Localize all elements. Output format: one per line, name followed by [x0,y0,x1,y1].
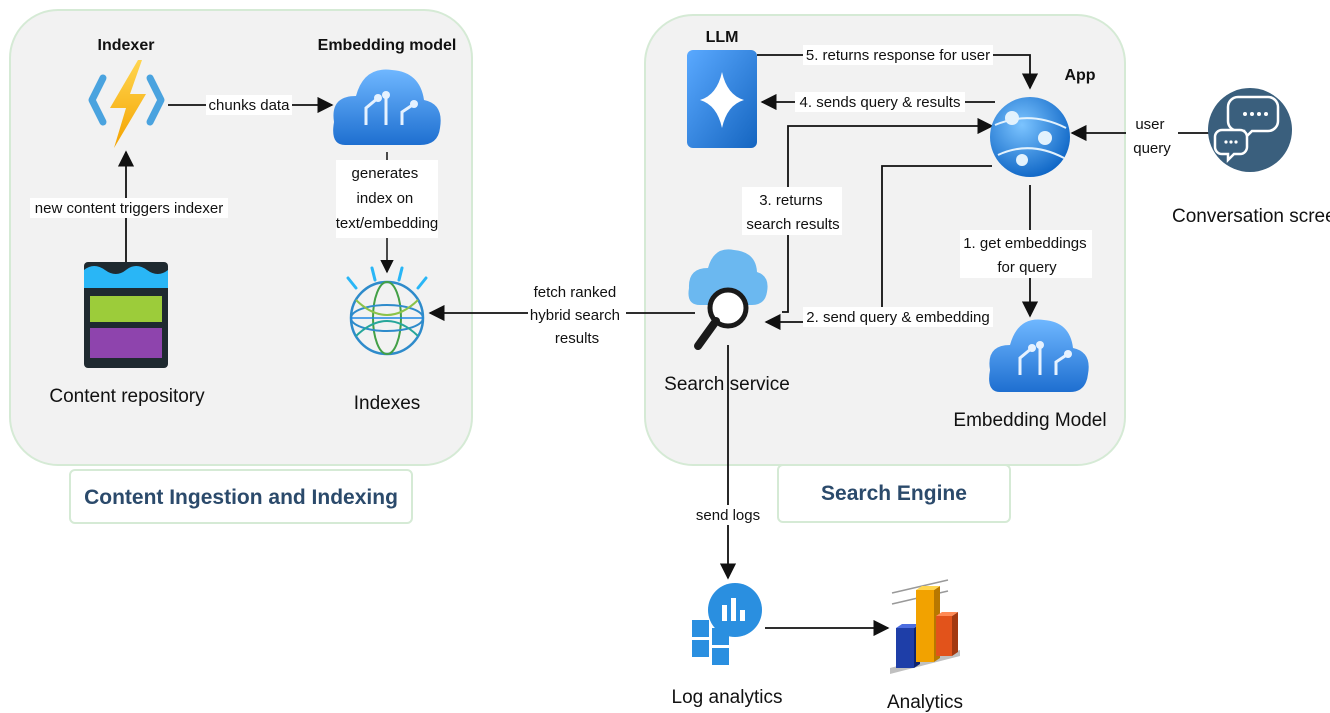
sparkle-icon [687,50,757,148]
label-get-embeddings: 1. get embeddings for query [963,235,1091,276]
label-user-query: user query [1133,116,1171,157]
app-label: App [1064,67,1095,84]
ingestion-title-box [69,469,413,524]
engine-title-box [777,464,1011,523]
cloud-search-icon [688,249,768,350]
embedding-model-top-label: Embedding model [318,37,457,54]
log-analytics-icon [692,583,762,665]
label-returns-search: 3. returns search results [746,192,839,233]
conversation-screen-label: Conversation screen [1172,206,1330,227]
engine-title: Search Engine [821,482,967,505]
analytics-label: Analytics [887,692,963,713]
azure-function-icon [88,60,165,148]
bar-chart-3d-icon [890,579,960,674]
label-returns-response: 5. returns response for user [806,47,990,64]
web-app-globe-icon [990,97,1070,177]
label-fetch-ranked: fetch ranked hybrid search results [530,284,624,347]
globe-network-icon [346,266,428,356]
indexes-label: Indexes [354,393,421,414]
label-chunks-data: chunks data [209,97,291,114]
data-layers-icon [84,262,168,368]
label-send-query-embedding: 2. send query & embedding [806,309,989,326]
ingestion-title: Content Ingestion and Indexing [84,486,398,509]
cognitive-cloud-icon [989,319,1089,392]
label-new-content: new content triggers indexer [35,200,223,217]
chat-bubbles-icon [1208,88,1292,172]
embedding-model-bottom-label: Embedding Model [953,410,1106,431]
search-service-label: Search service [664,374,790,395]
label-generates-index: generates index on text/embedding [336,165,439,232]
cognitive-cloud-icon [333,69,441,145]
log-analytics-label: Log analytics [672,687,783,708]
content-repository-label: Content repository [49,386,205,407]
label-send-logs: send logs [696,507,760,524]
indexer-label: Indexer [98,37,155,54]
llm-label: LLM [706,29,739,46]
label-sends-query-results: 4. sends query & results [800,94,961,111]
